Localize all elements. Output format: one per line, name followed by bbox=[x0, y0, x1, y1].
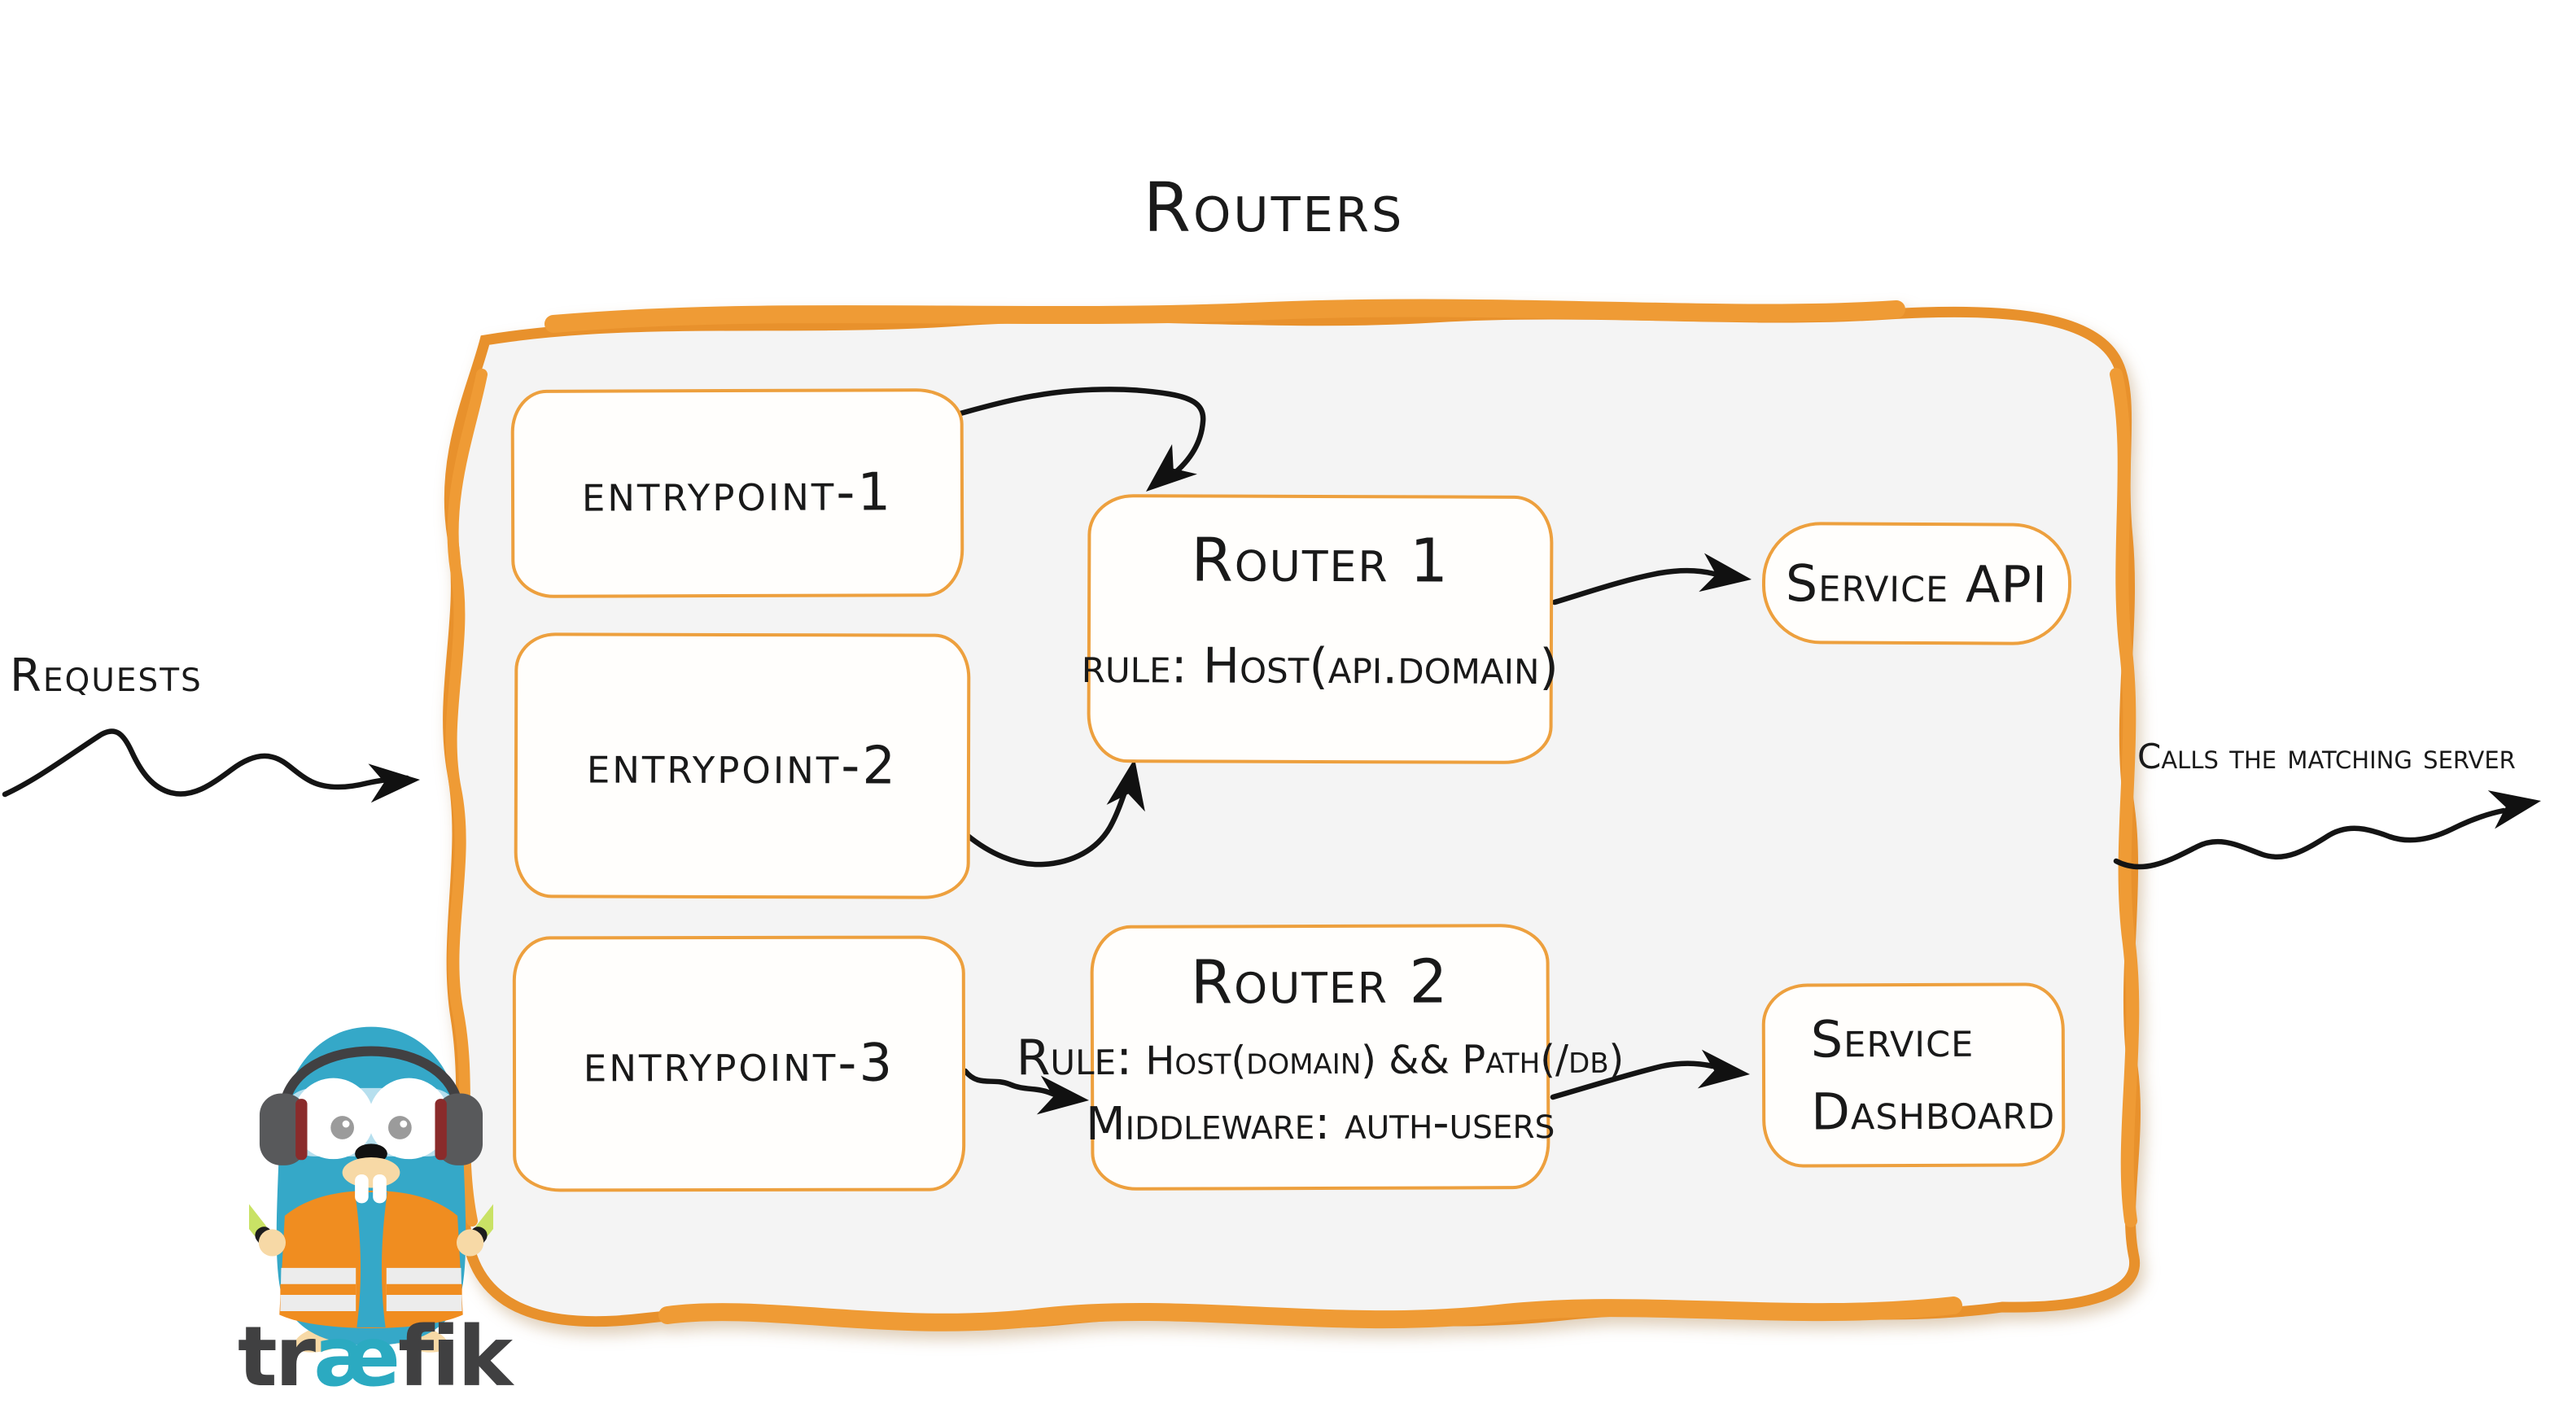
arrow-entrypoint2-to-router1 bbox=[964, 759, 1145, 868]
router-2-box: Router 2 Rule:Host(domain) && Path(/db) … bbox=[1017, 924, 1624, 1191]
gopher-muzzle bbox=[342, 1157, 400, 1188]
arrow-entrypoint3-to-router2 bbox=[962, 1068, 1089, 1115]
router-1-box: Router 1 rule: Host(api.domain) bbox=[1082, 494, 1559, 764]
service-dashboard-label-line1: Service bbox=[1810, 1008, 1975, 1069]
entrypoint-1-box: entrypoint-1 bbox=[510, 388, 964, 598]
container-brush-top bbox=[545, 299, 1905, 333]
gopher-tooth bbox=[355, 1174, 369, 1204]
container-brush-bottom bbox=[658, 1296, 1962, 1331]
entrypoint-2-label: entrypoint-2 bbox=[586, 735, 899, 797]
arrowhead bbox=[1036, 1075, 1089, 1115]
entrypoint-3-box: entrypoint-3 bbox=[512, 935, 966, 1192]
gopher-vest-stripes bbox=[280, 1267, 462, 1311]
wordmark-ae: æ bbox=[313, 1309, 400, 1406]
arrowhead bbox=[1697, 1049, 1750, 1089]
entrypoint-2-box: entrypoint-2 bbox=[514, 632, 971, 899]
arrow-router2-to-service-dashboard bbox=[1550, 1049, 1750, 1100]
arrow-requests bbox=[2, 728, 420, 803]
page-title: Routers bbox=[1143, 168, 1405, 247]
gopher-vest bbox=[279, 1190, 463, 1328]
router-2-middleware: Middleware: auth-users bbox=[1086, 1095, 1555, 1152]
gopher-hands bbox=[258, 1229, 484, 1257]
wordmark-pre: tr bbox=[238, 1309, 316, 1406]
router-1-rule: rule: Host(api.domain) bbox=[1081, 636, 1559, 697]
container-brush-right bbox=[2110, 368, 2140, 1227]
service-dashboard-box: Service Dashboard bbox=[1761, 982, 2066, 1168]
router-2-rule-label: Rule: bbox=[1016, 1029, 1133, 1087]
router-2-name: Router 2 bbox=[1190, 947, 1450, 1018]
entrypoint-1-label: entrypoint-1 bbox=[581, 462, 894, 524]
container-brush-left bbox=[445, 369, 488, 1227]
calls-matching-server-label: Calls the matching server bbox=[2137, 737, 2516, 776]
entrypoint-3-label: entrypoint-3 bbox=[583, 1033, 895, 1095]
router-2-rule-value: Host(domain) && Path(/db) bbox=[1145, 1036, 1625, 1084]
arrowhead bbox=[1146, 444, 1197, 492]
gopher-headphones-icon bbox=[259, 1046, 483, 1165]
arrow-calls-matching-server bbox=[2113, 790, 2541, 870]
traefik-gopher-mascot-icon bbox=[249, 1026, 493, 1353]
service-api-label: Service API bbox=[1785, 553, 2049, 614]
service-dashboard-label-line2: Dashboard bbox=[1811, 1081, 2056, 1142]
gopher-face bbox=[279, 1078, 463, 1204]
router-1-name: Router 1 bbox=[1191, 525, 1450, 597]
arrowhead bbox=[368, 763, 420, 803]
arrow-entrypoint1-to-router1 bbox=[957, 387, 1206, 492]
gopher-tooth bbox=[373, 1174, 387, 1204]
arrowhead bbox=[1699, 553, 1752, 592]
arrow-router1-to-service-api bbox=[1551, 553, 1752, 606]
arrowhead bbox=[1106, 759, 1145, 812]
service-api-box: Service API bbox=[1761, 522, 2072, 645]
requests-label: Requests bbox=[10, 649, 203, 702]
traefik-wordmark: træfik bbox=[238, 1309, 513, 1406]
router-2-rule: Rule:Host(domain) && Path(/db) bbox=[1017, 1028, 1625, 1087]
wordmark-post: fik bbox=[397, 1309, 513, 1406]
arrowhead bbox=[2487, 790, 2541, 829]
